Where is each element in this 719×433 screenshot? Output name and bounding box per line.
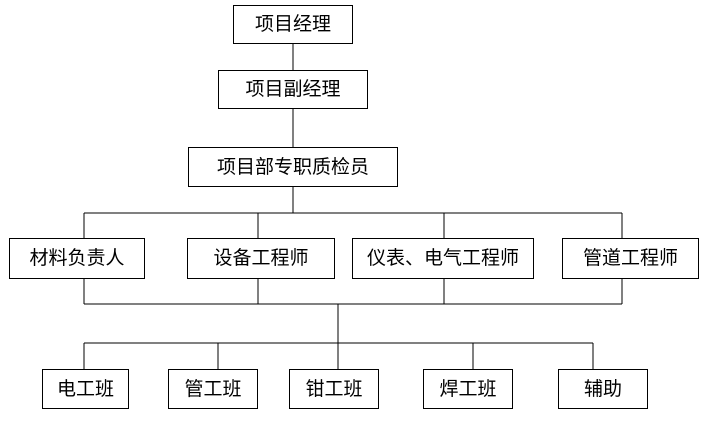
electrician-team-box: 电工班 [42,369,129,409]
material-lead-box: 材料负责人 [9,238,145,279]
pipefitter-team-box: 管工班 [168,369,258,409]
quality-inspector-box: 项目部专职质检员 [188,147,398,187]
project-manager-box: 项目经理 [233,5,353,44]
equipment-engineer-box: 设备工程师 [187,238,335,279]
auxiliary-team-box: 辅助 [558,369,648,409]
pipeline-engineer-box: 管道工程师 [562,238,699,279]
fitter-team-box: 钳工班 [289,369,379,409]
deputy-manager-box: 项目副经理 [218,70,368,109]
instrument-electrical-engineer-box: 仪表、电气工程师 [352,238,534,279]
welder-team-box: 焊工班 [423,369,513,409]
